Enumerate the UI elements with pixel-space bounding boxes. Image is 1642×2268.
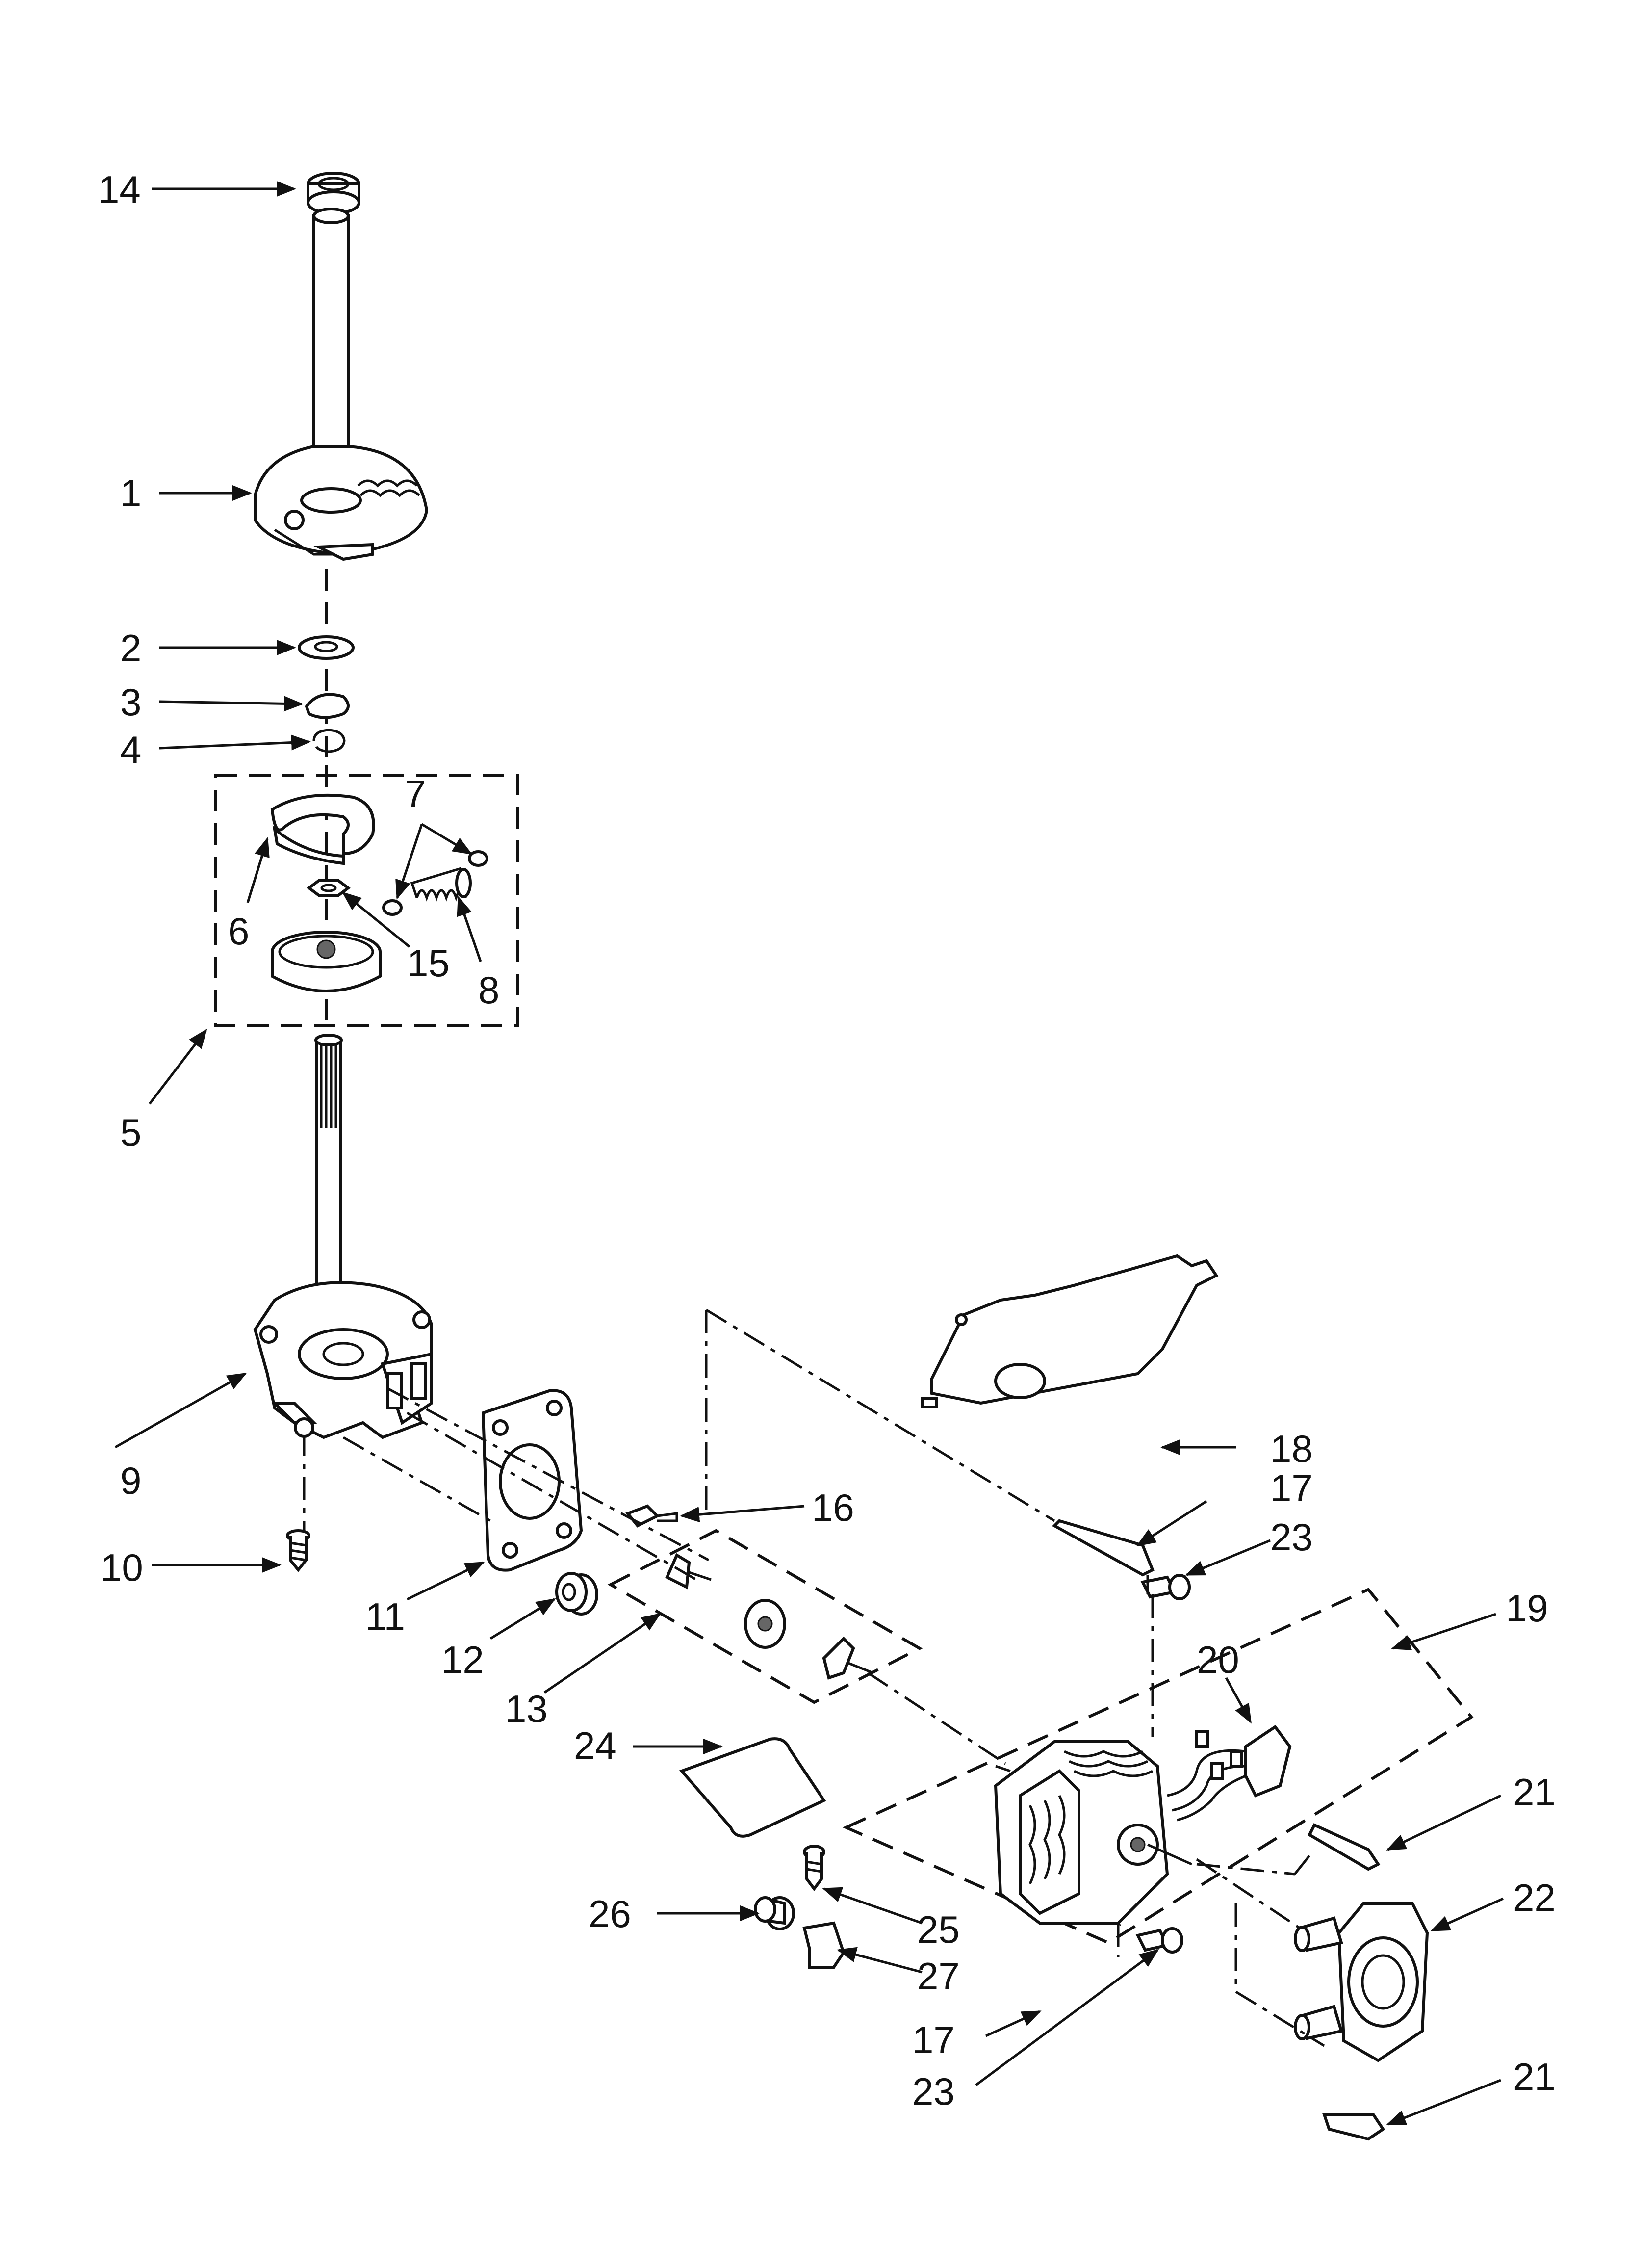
callout-labels: 14 1 2 3 4 7 6 15 8 5 9 10 11 12 13 16 1… bbox=[98, 168, 1556, 2113]
part-26-bushing bbox=[754, 1896, 795, 1930]
label-5: 5 bbox=[120, 1111, 141, 1154]
part-25-screw bbox=[803, 1845, 825, 1891]
part-23-bolt-upper bbox=[1140, 1574, 1191, 1600]
part-13-coupler-kit-box bbox=[607, 1529, 923, 1704]
part-24-pad bbox=[679, 1737, 826, 1838]
label-11: 11 bbox=[365, 1595, 405, 1638]
callout-arrows bbox=[114, 181, 1504, 2126]
label-4: 4 bbox=[120, 728, 141, 771]
part-8-spring bbox=[410, 867, 472, 902]
label-17-upper: 17 bbox=[1270, 1466, 1313, 1510]
label-7: 7 bbox=[405, 772, 426, 815]
part-11-mounting-plate bbox=[481, 1389, 583, 1572]
part-4-retaining-ring bbox=[312, 729, 346, 753]
part-14-seal bbox=[307, 172, 360, 215]
part-9-gearcase bbox=[253, 1034, 433, 1439]
label-14: 14 bbox=[98, 168, 141, 211]
label-1: 1 bbox=[120, 471, 141, 515]
label-13: 13 bbox=[505, 1687, 548, 1730]
label-19: 19 bbox=[1506, 1587, 1548, 1630]
part-13-coupler-parts bbox=[665, 1553, 873, 1680]
part-16-bolt bbox=[625, 1504, 678, 1528]
alignment-lines bbox=[342, 1308, 1325, 2047]
part-19-motor-kit-box bbox=[842, 1588, 1474, 1945]
part-2-washer bbox=[298, 635, 355, 660]
label-9: 9 bbox=[120, 1459, 141, 1502]
label-12: 12 bbox=[441, 1638, 484, 1681]
label-21-lower: 21 bbox=[1513, 2055, 1556, 2098]
label-27: 27 bbox=[917, 1955, 960, 1998]
part-27-bracket bbox=[802, 1921, 846, 1969]
part-21-clip-lower bbox=[1322, 2113, 1385, 2141]
part-23-bolt-lower bbox=[1135, 1927, 1183, 1954]
label-10: 10 bbox=[101, 1546, 143, 1589]
part-18-shield bbox=[921, 1254, 1219, 1408]
label-23-upper: 23 bbox=[1270, 1515, 1313, 1559]
part-21-clip-upper bbox=[1308, 1823, 1381, 1871]
label-18: 18 bbox=[1270, 1427, 1313, 1470]
part-20-motor-switch bbox=[1167, 1724, 1292, 1822]
part-6-clutch-band bbox=[270, 793, 375, 865]
label-3: 3 bbox=[120, 680, 141, 724]
part-15-driver bbox=[307, 879, 351, 897]
clutch-drum bbox=[271, 931, 382, 992]
part-22-pump bbox=[1294, 1902, 1429, 2062]
part-5-clutch-kit-box bbox=[214, 774, 519, 1027]
label-16: 16 bbox=[812, 1486, 854, 1529]
label-17-lower: 17 bbox=[912, 2018, 955, 2061]
label-22: 22 bbox=[1513, 1876, 1556, 1919]
label-21-upper: 21 bbox=[1513, 1771, 1556, 1814]
motor bbox=[994, 1740, 1193, 1925]
label-23-lower: 23 bbox=[912, 2070, 955, 2113]
part-7-washers bbox=[382, 850, 488, 916]
label-8: 8 bbox=[478, 968, 499, 1012]
label-6: 6 bbox=[228, 910, 249, 953]
part-1-tube-brake-assembly bbox=[254, 208, 429, 561]
part-17-clip-upper bbox=[1052, 1519, 1155, 1577]
label-2: 2 bbox=[120, 626, 141, 670]
part-10-screw bbox=[286, 1529, 310, 1572]
part-3-clip bbox=[305, 693, 350, 719]
part-12-bumper bbox=[555, 1572, 598, 1616]
label-25: 25 bbox=[917, 1908, 960, 1951]
label-24: 24 bbox=[574, 1724, 616, 1767]
label-20: 20 bbox=[1197, 1638, 1239, 1681]
label-26: 26 bbox=[589, 1892, 631, 1935]
label-15: 15 bbox=[407, 941, 450, 985]
